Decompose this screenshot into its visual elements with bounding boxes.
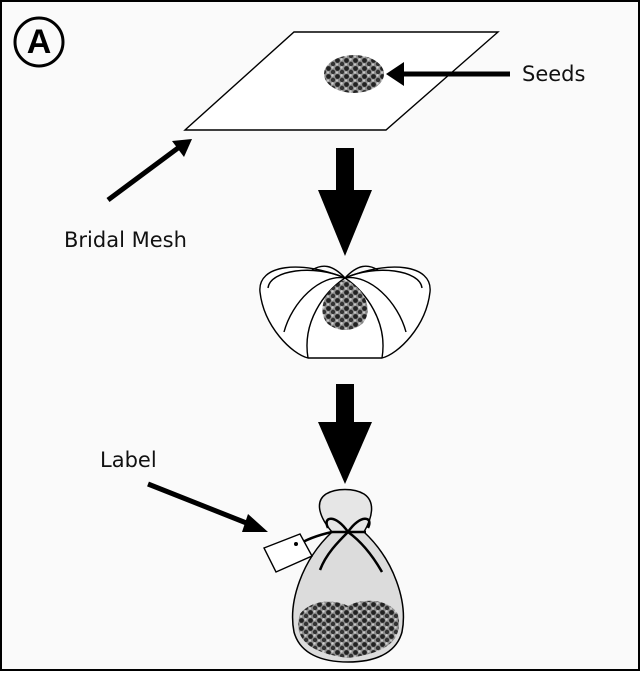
flow-arrow-2-head	[318, 422, 372, 484]
label-pointer-arrowhead	[242, 514, 268, 532]
label-pointer-arrow	[148, 484, 254, 526]
bridal-mesh-label: Bridal Mesh	[64, 228, 187, 252]
mesh-pointer-arrow	[108, 148, 178, 200]
flow-arrow-2-shaft	[336, 384, 354, 428]
seed-pile-flat	[324, 55, 384, 93]
tag-label: Label	[100, 448, 157, 472]
tag-hole	[294, 542, 298, 546]
flow-arrow-1-head	[318, 190, 372, 256]
seeds-label: Seeds	[522, 62, 585, 86]
flow-arrow-1-shaft	[336, 148, 354, 196]
panel-letter: A	[13, 16, 65, 68]
